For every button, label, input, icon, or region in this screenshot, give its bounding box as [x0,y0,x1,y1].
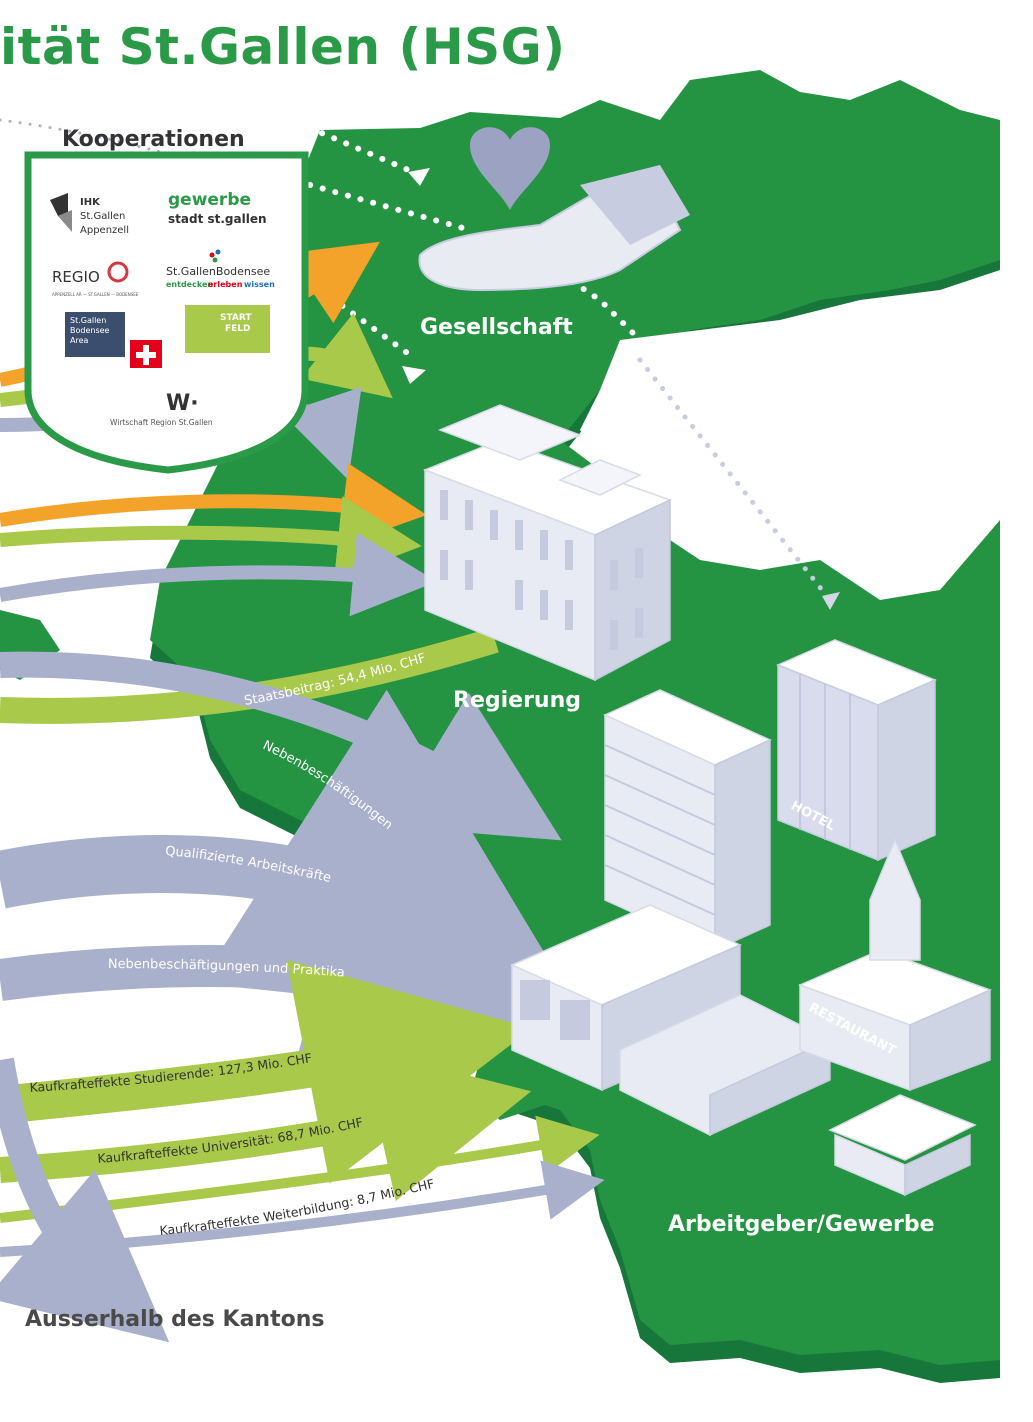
sg-area-logo-line2: Bodensee [70,326,110,335]
sgbodensee-logo-w2: erleben [208,280,243,289]
ihk-logo-line1: IHK [80,197,101,208]
cooperation-heading: Kooperationen [62,127,262,152]
label-ausserhalb: Ausserhalb des Kantons [25,1307,324,1332]
sgbodensee-logo-line1: St.GallenBodensee [166,265,270,278]
hotel-building [778,640,935,860]
page-title: ität St.Gallen (HSG) [0,18,566,76]
label-arbeitgeber: Arbeitgeber/Gewerbe [668,1212,935,1237]
label-regierung: Regierung [453,688,581,713]
ihk-logo-line2: St.Gallen [80,211,125,222]
regio-logo-subtitle: APPENZELL AR — ST.GALLEN — BODENSEE [52,292,139,297]
regio-logo-title: REGIO [52,268,100,286]
sgbodensee-logo-w1: entdecken [166,280,213,289]
startfeld-logo-line2: FELD [225,324,251,334]
gewerbe-logo-line1: gewerbe [168,190,251,210]
label-gesellschaft: Gesellschaft [420,315,573,340]
sgb-logo-dot [213,258,218,263]
sgb-logo-dot [210,253,215,258]
sg-area-logo-line1: St.Gallen [70,316,106,325]
sg-area-logo-line3: Area [70,336,89,345]
sgbodensee-logo-w3: wissen [244,280,275,289]
wirtschaft-logo-text: Wirtschaft Region St.Gallen [110,418,213,427]
startfeld-logo-line1: START [220,313,252,323]
ihk-logo-line3: Appenzell [80,225,129,236]
gewerbe-logo-line2: stadt st.gallen [168,212,267,226]
sgb-logo-dot [216,250,221,255]
office-tower [605,690,770,950]
wirtschaft-logo-mark: W· [166,391,199,416]
